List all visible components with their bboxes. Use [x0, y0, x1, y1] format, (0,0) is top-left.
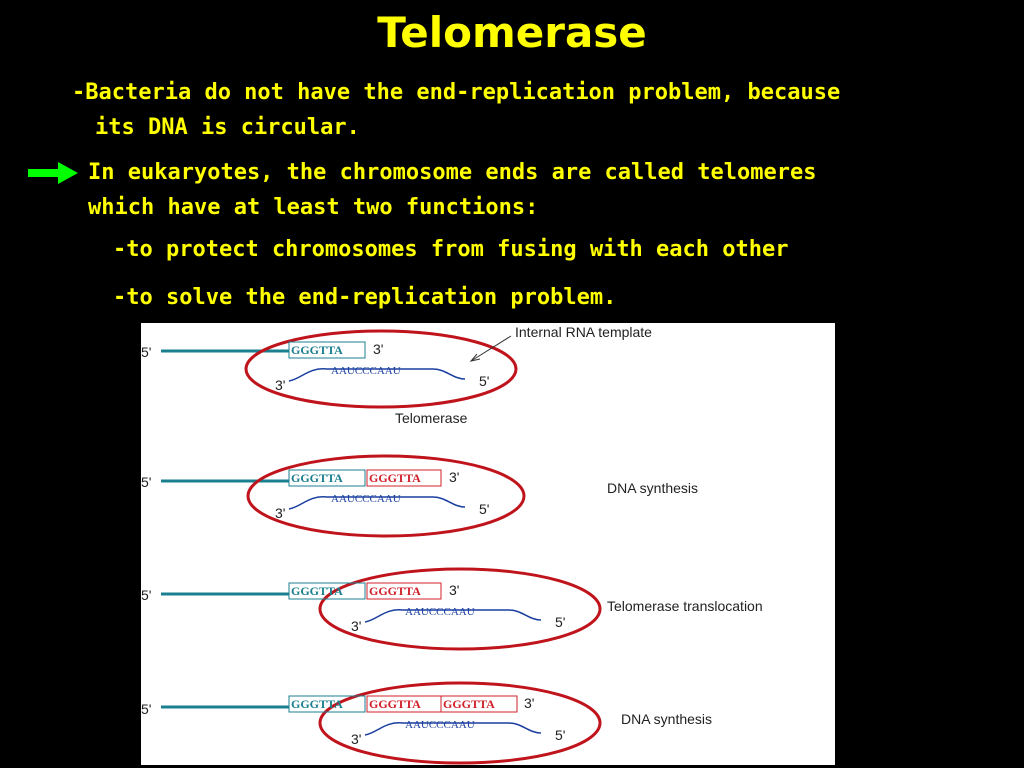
- slide-title: Telomerase: [377, 8, 647, 57]
- new-repeat-box: [366, 582, 442, 600]
- repeat-box: [288, 582, 366, 600]
- five-prime-label: 5': [141, 344, 151, 360]
- five-prime-label: 5': [555, 614, 565, 630]
- new-repeat-seq: GGGTTA: [443, 697, 495, 711]
- three-prime-label: 3': [449, 582, 459, 598]
- three-prime-label: 3': [275, 377, 285, 393]
- three-prime-label: 3': [275, 505, 285, 521]
- five-prime-label: 5': [141, 701, 151, 717]
- step-2: 5' GGGTTA GGGTTA 3' AAUCCCAAU 3' 5' DNA …: [141, 454, 698, 538]
- telomerase-ellipse: [244, 329, 518, 409]
- new-repeat-seq: GGGTTA: [369, 584, 421, 598]
- step-label: Telomerase translocation: [607, 598, 763, 614]
- telomerase-mechanism-diagram: .lbl { font-size:14px; fill:#222; } .seq…: [141, 323, 835, 765]
- function-replication: -to solve the end-replication problem.: [113, 285, 617, 310]
- repeat-seq: GGGTTA: [291, 584, 343, 598]
- repeat-seq: GGGTTA: [291, 471, 343, 485]
- template-seq: AAUCCCAAU: [331, 365, 401, 377]
- rna-template-strand: [364, 722, 542, 736]
- eukaryotes-bullet-line-2: which have at least two functions:: [88, 195, 539, 220]
- three-prime-label: 3': [524, 695, 534, 711]
- repeat-box: [288, 695, 366, 713]
- right-arrow-icon: [28, 162, 78, 184]
- repeat-seq: GGGTTA: [291, 343, 343, 357]
- rna-template-strand: [288, 496, 466, 510]
- step-label: DNA synthesis: [607, 480, 698, 496]
- function-protect: -to protect chromosomes from fusing with…: [113, 237, 789, 262]
- five-prime-label: 5': [141, 474, 151, 490]
- five-prime-label: 5': [479, 501, 489, 517]
- step-3: 5' GGGTTA GGGTTA 3' AAUCCCAAU 3' 5' Telo…: [141, 567, 763, 651]
- callout-label: Internal RNA template: [515, 324, 652, 340]
- telomerase-ellipse: [318, 681, 602, 765]
- telomerase-ellipse: [318, 567, 602, 651]
- template-seq: AAUCCCAAU: [405, 719, 475, 731]
- five-prime-label: 5': [555, 727, 565, 743]
- template-seq: AAUCCCAAU: [331, 493, 401, 505]
- step-4: 5' GGGTTA GGGTTA GGGTTA 3' AAUCCCAAU 3' …: [141, 681, 712, 765]
- new-repeat-box: [366, 469, 442, 487]
- callout-pointer: [470, 335, 512, 362]
- new-repeat-box: [440, 695, 518, 713]
- telomerase-ellipse: [246, 454, 526, 538]
- new-repeat-seq: GGGTTA: [369, 471, 421, 485]
- repeat-box: [288, 469, 366, 487]
- repeat-box: [288, 341, 366, 359]
- bacteria-bullet-line-2: its DNA is circular.: [95, 115, 360, 140]
- three-prime-label: 3': [351, 731, 361, 747]
- rna-template-strand: [288, 368, 466, 382]
- template-seq: AAUCCCAAU: [405, 606, 475, 618]
- rna-template-strand: [364, 609, 542, 623]
- three-prime-label: 3': [449, 469, 459, 485]
- repeat-seq: GGGTTA: [291, 697, 343, 711]
- step-1: 5' GGGTTA 3' AAUCCCAAU 3' 5' Internal RN…: [141, 324, 652, 426]
- new-repeat-seq: GGGTTA: [369, 697, 421, 711]
- bacteria-bullet-line-1: -Bacteria do not have the end-replicatio…: [72, 80, 841, 105]
- five-prime-label: 5': [479, 373, 489, 389]
- three-prime-label: 3': [373, 341, 383, 357]
- step-label: Telomerase: [395, 410, 468, 426]
- step-label: DNA synthesis: [621, 711, 712, 727]
- three-prime-label: 3': [351, 618, 361, 634]
- callout-arrowhead: [469, 353, 481, 362]
- eukaryotes-bullet-line-1: In eukaryotes, the chromosome ends are c…: [88, 160, 817, 185]
- five-prime-label: 5': [141, 587, 151, 603]
